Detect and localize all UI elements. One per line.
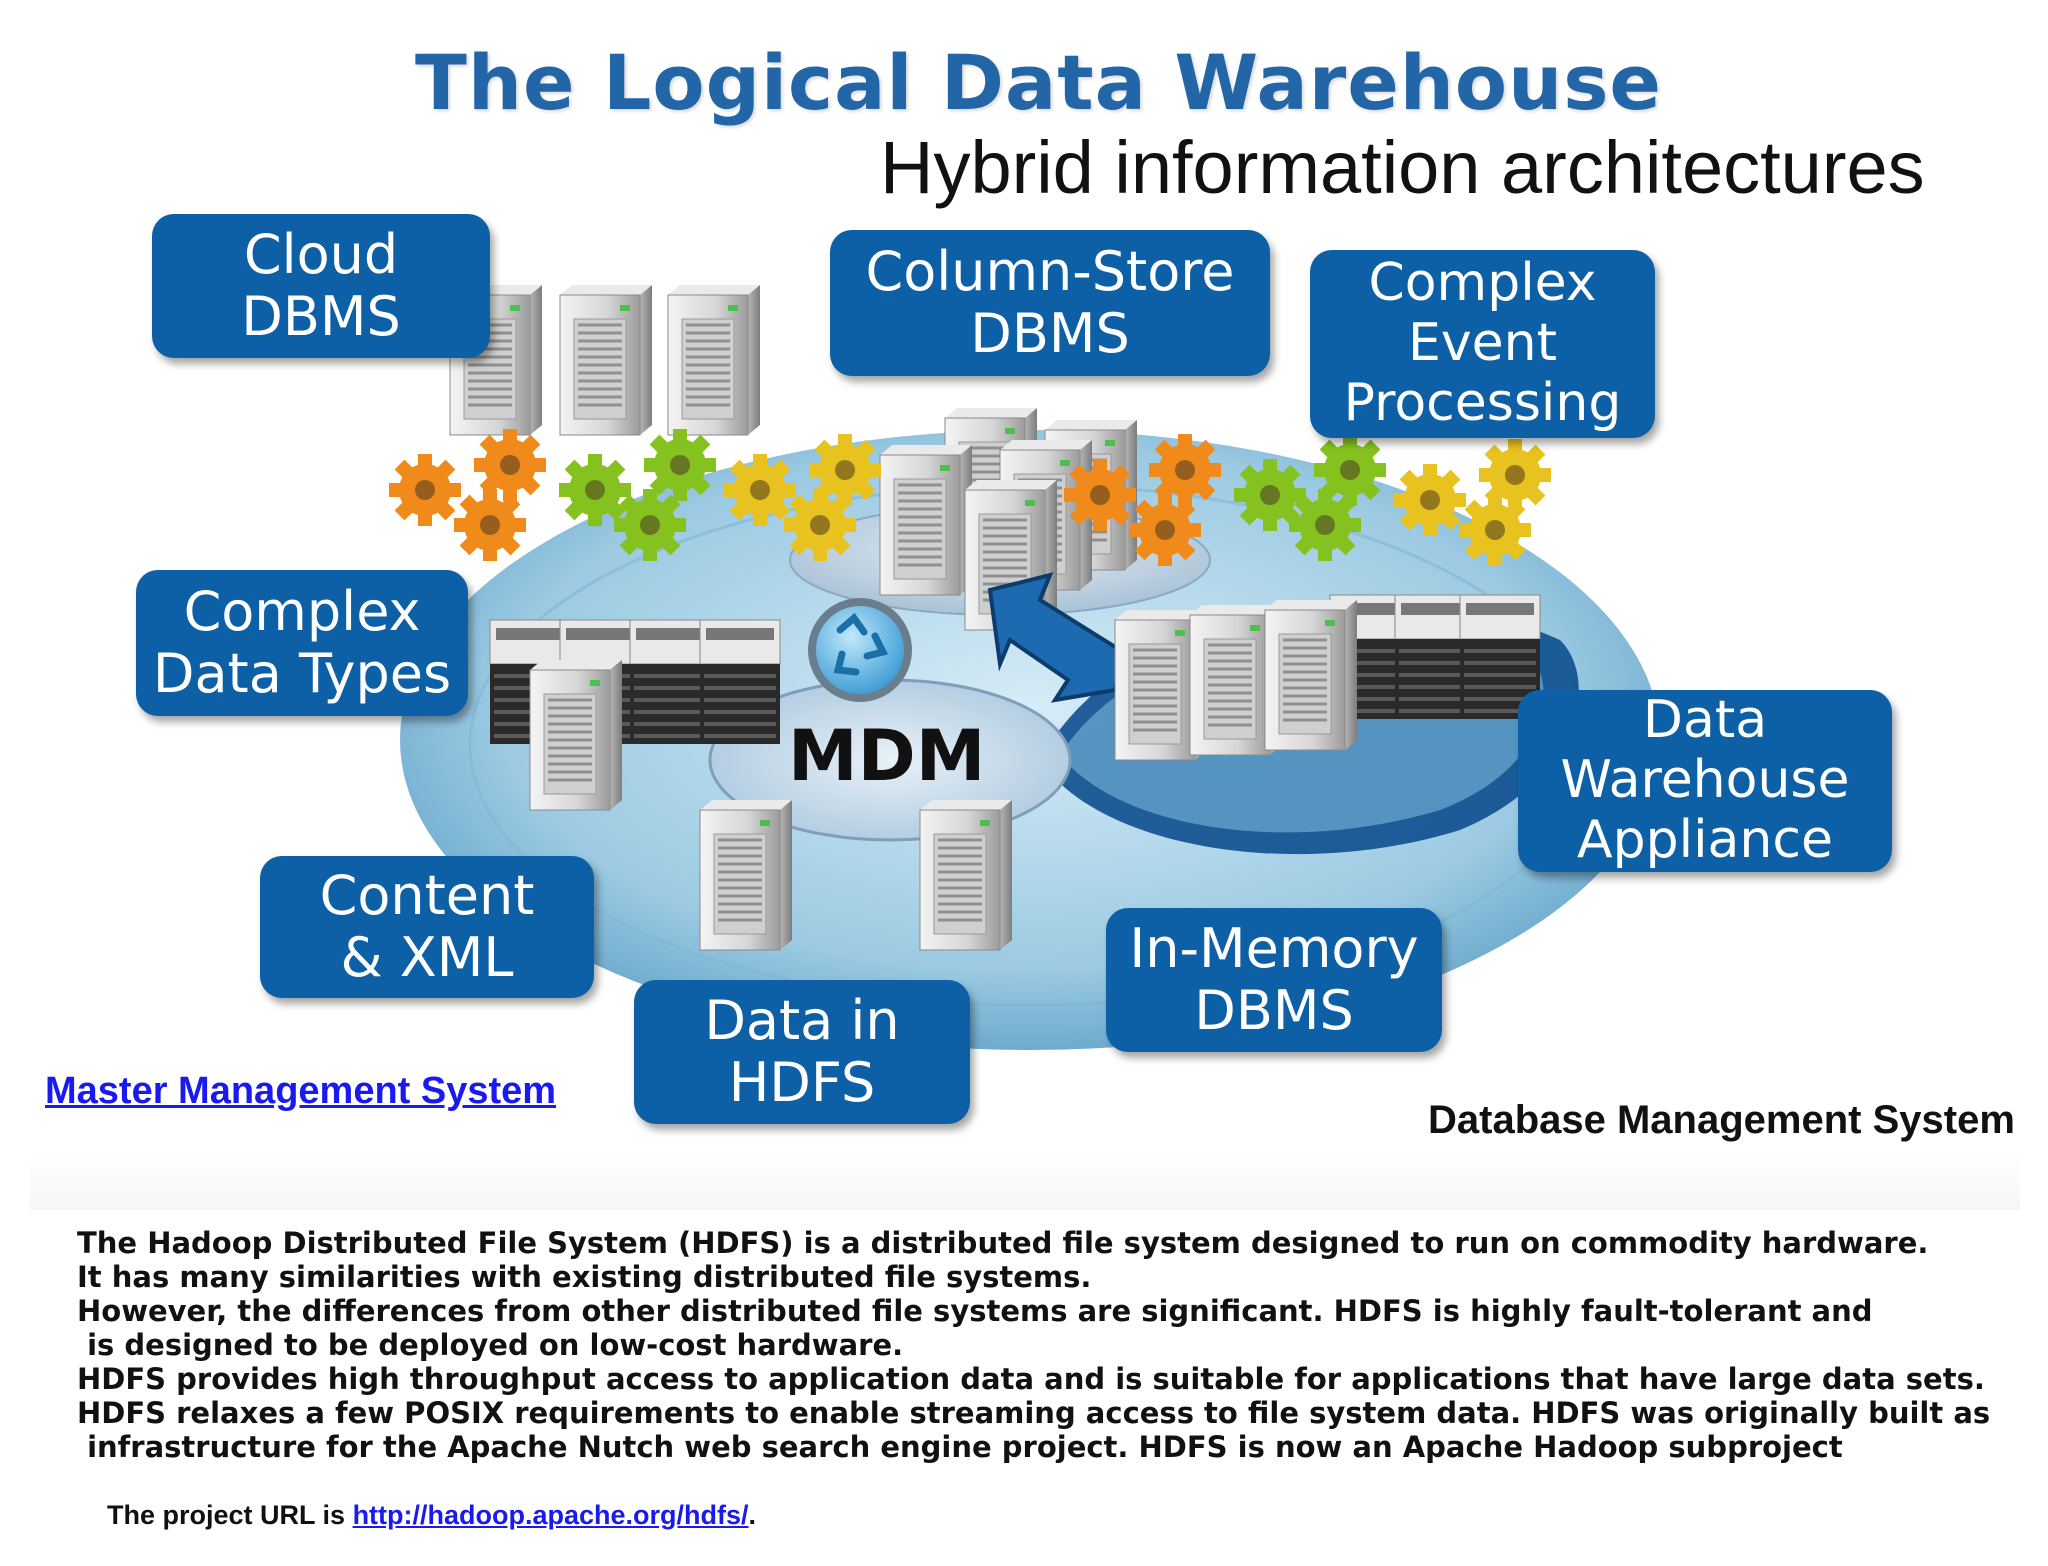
- url-prefix: The project URL is: [107, 1500, 353, 1530]
- description-line: infrastructure for the Apache Nutch web …: [77, 1430, 1843, 1464]
- mdm-label: MDM: [788, 715, 986, 797]
- architecture-diagram: [389, 283, 1660, 1050]
- background-band: [30, 1150, 2020, 1210]
- description-line: The Hadoop Distributed File System (HDFS…: [77, 1226, 1929, 1260]
- box-in-memory-dbms: In-Memory DBMS: [1106, 908, 1442, 1052]
- box-column-store-dbms: Column-Store DBMS: [830, 230, 1270, 376]
- description-line: HDFS provides high throughput access to …: [77, 1362, 1985, 1396]
- description-line: However, the differences from other dist…: [77, 1294, 1873, 1328]
- hdfs-description: The Hadoop Distributed File System (HDFS…: [77, 1226, 1990, 1566]
- database-management-system-caption: Database Management System: [1428, 1098, 2015, 1142]
- box-data-warehouse-appliance: Data Warehouse Appliance: [1518, 690, 1892, 872]
- box-data-in-hdfs: Data in HDFS: [634, 980, 970, 1124]
- hdfs-project-link[interactable]: http://hadoop.apache.org/hdfs/: [352, 1500, 749, 1530]
- cloud-servers: [448, 283, 762, 437]
- url-suffix: .: [748, 1500, 757, 1530]
- page-title: The Logical Data Warehouse: [415, 38, 1662, 127]
- master-management-system-link[interactable]: Master Management System: [45, 1070, 557, 1112]
- description-line: It has many similarities with existing d…: [77, 1260, 1092, 1294]
- box-content-xml: Content & XML: [260, 856, 594, 998]
- box-complex-event-processing: Complex Event Processing: [1310, 250, 1655, 438]
- page-subtitle: Hybrid information architectures: [880, 126, 1925, 209]
- project-url-line: The project URL is http://hadoop.apache.…: [77, 1464, 1990, 1566]
- description-line: HDFS relaxes a few POSIX requirements to…: [77, 1396, 1991, 1430]
- recycle-icon: [808, 598, 912, 702]
- box-complex-data-types: Complex Data Types: [136, 570, 468, 716]
- box-cloud-dbms: Cloud DBMS: [152, 214, 490, 358]
- description-line: is designed to be deployed on low-cost h…: [77, 1328, 904, 1362]
